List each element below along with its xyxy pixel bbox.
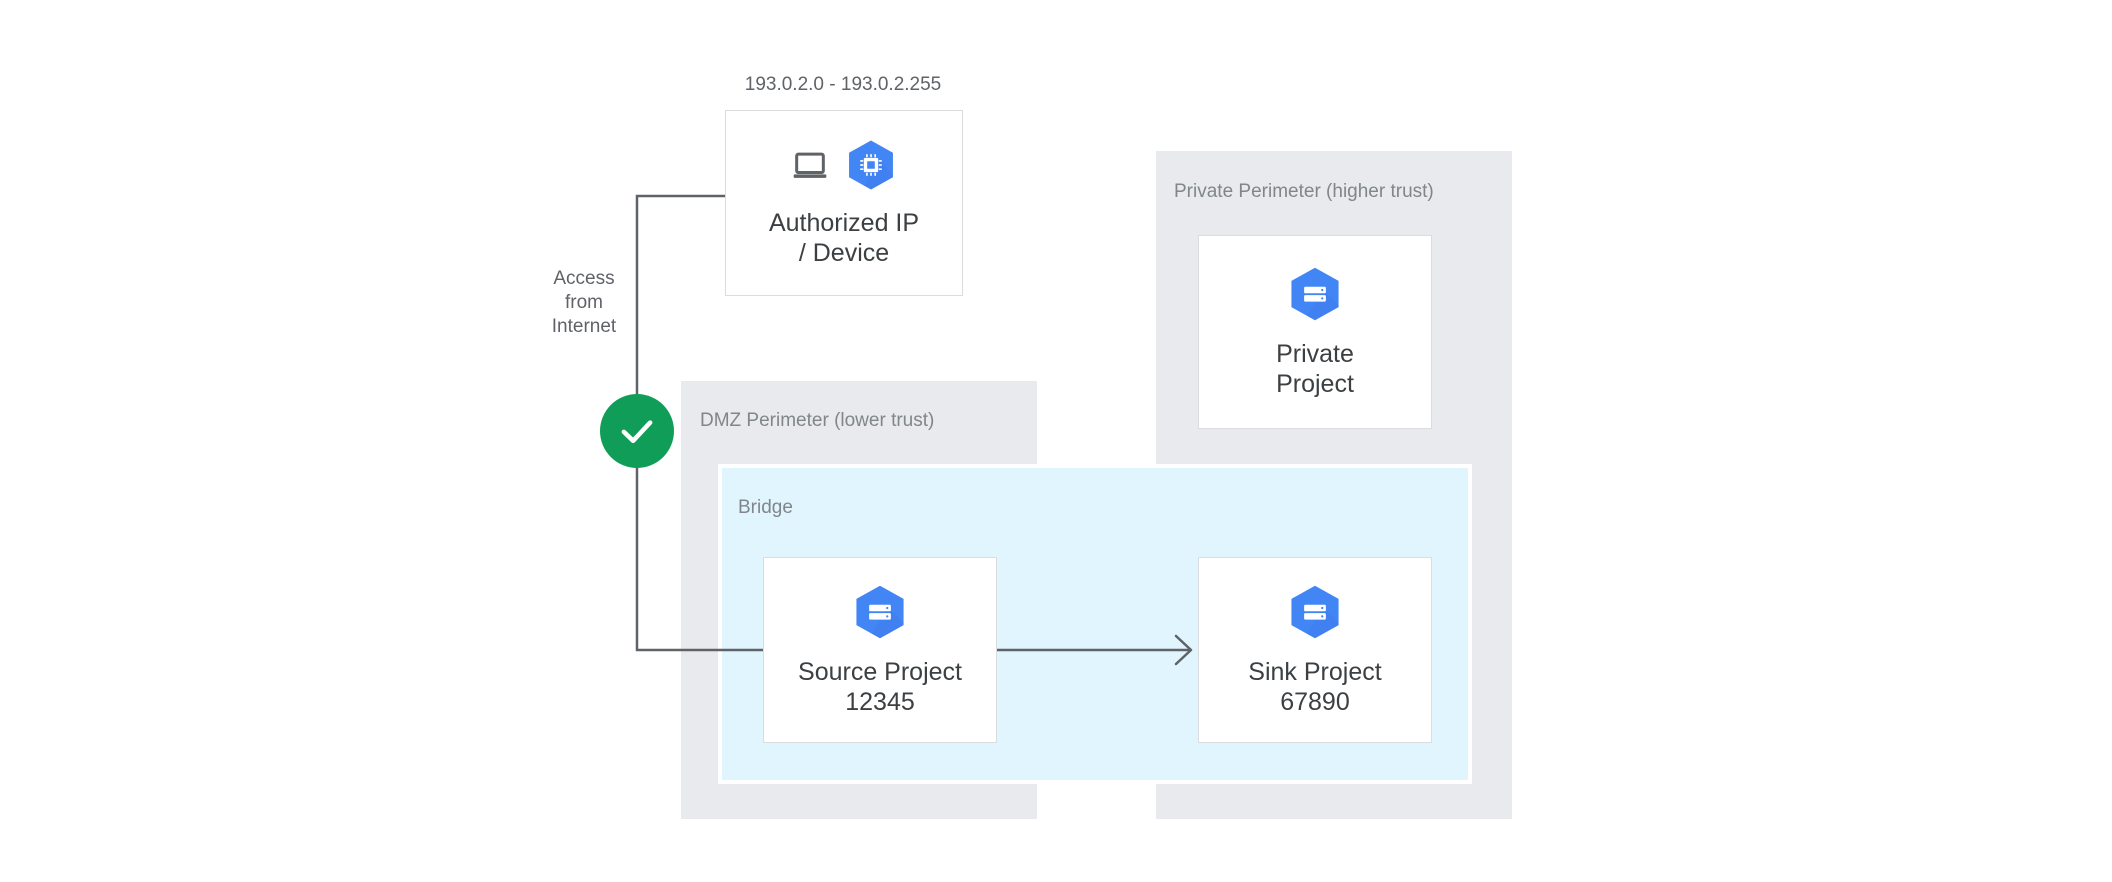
bridge-label: Bridge: [738, 497, 793, 518]
node-authorized-device[interactable]: Authorized IP / Device: [725, 110, 963, 296]
node-private-project-icons: [1286, 265, 1344, 323]
node-source-project-label: Source Project 12345: [798, 658, 962, 716]
check-circle-icon: [621, 420, 653, 444]
project-hexagon-icon: [1291, 267, 1339, 321]
node-authorized-device-label: Authorized IP / Device: [768, 209, 920, 267]
access-from-internet-caption: Access from Internet: [551, 268, 617, 337]
node-sink-project-label: Sink Project 67890: [1248, 658, 1382, 716]
project-hexagon-icon: [856, 585, 904, 639]
node-source-project-icons: [851, 583, 909, 641]
node-private-project-label: Private Project: [1276, 340, 1354, 398]
node-private-project[interactable]: Private Project: [1198, 235, 1432, 429]
compute-chip-hexagon-icon: [849, 140, 893, 190]
project-hexagon-icon: [1291, 585, 1339, 639]
node-sink-project[interactable]: Sink Project 67890: [1198, 557, 1432, 743]
access-allowed-status-badge: [600, 394, 674, 468]
perimeter-private-label: Private Perimeter (higher trust): [1174, 181, 1434, 202]
node-authorized-device-icons: [790, 138, 898, 192]
perimeter-dmz-label: DMZ Perimeter (lower trust): [700, 410, 935, 431]
node-sink-project-icons: [1286, 583, 1344, 641]
laptop-icon: [793, 152, 827, 178]
node-source-project[interactable]: Source Project 12345: [763, 557, 997, 743]
ip-range-caption: 193.0.2.0 - 193.0.2.255: [744, 74, 942, 95]
